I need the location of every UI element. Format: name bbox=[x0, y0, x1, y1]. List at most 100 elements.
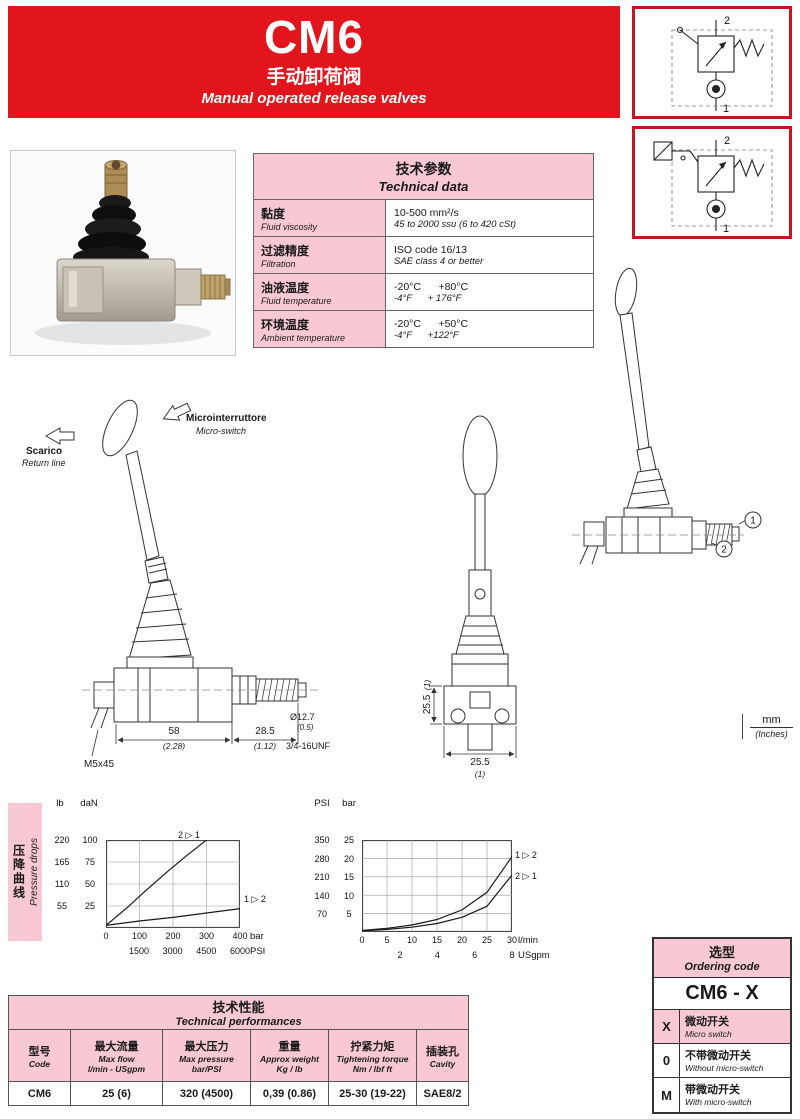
row-label-ambient-temperature: 环境温度 Ambient temperature bbox=[253, 310, 386, 348]
value-primary: -20°C +50°C bbox=[394, 317, 469, 330]
value-cavity: SAE8/2 bbox=[415, 1081, 470, 1106]
col-max-pressure: 最大压力 Max pressure bar/PSI bbox=[162, 1029, 251, 1082]
dim-58-inches: (2.28) bbox=[162, 741, 186, 751]
valve-photo-illustration bbox=[35, 160, 231, 345]
port-1-callout bbox=[744, 511, 762, 529]
ordering-option-x: X 微动开关 Micro switch bbox=[654, 1010, 790, 1044]
ordering-title-cn: 选型 bbox=[708, 945, 735, 960]
option-code: M bbox=[654, 1078, 680, 1112]
x-unit-lmin: l/min bbox=[518, 935, 539, 946]
dim-28-5-inches: (1.12) bbox=[253, 741, 277, 751]
chart1-plot bbox=[106, 840, 240, 928]
series-line bbox=[106, 908, 240, 926]
option-description: 带微动开关 With micro-switch bbox=[680, 1078, 790, 1112]
pressure-drops-cn: 压降曲线 bbox=[11, 844, 26, 900]
row-value-viscosity: 10-500 mm²/s 45 to 2000 ssu (6 to 420 cS… bbox=[385, 199, 594, 237]
dimension-lines bbox=[430, 685, 517, 758]
performance-title-cn: 技术性能 bbox=[212, 1000, 265, 1015]
port-2-number: 2 bbox=[721, 545, 727, 556]
option-description: 微动开关 Micro switch bbox=[680, 1010, 790, 1043]
symbol-port-2-label: 2 bbox=[724, 135, 730, 147]
product-subtitle-cn: 手动卸荷阀 bbox=[266, 66, 362, 88]
col-torque: 拧紧力矩 Tightening torque Nm / lbf ft bbox=[328, 1029, 417, 1082]
port-2-callout bbox=[715, 540, 733, 558]
hydraulic-symbol-box-microswitch: 2 1 bbox=[632, 126, 792, 239]
side-view-drawing bbox=[44, 399, 318, 757]
y-unit-dan: daN bbox=[80, 798, 98, 809]
chart1-series-1to2-label: 1 ▷ 2 bbox=[244, 894, 266, 904]
value-secondary: 45 to 2000 ssu (6 to 420 cSt) bbox=[394, 218, 516, 230]
technical-data-table: 技术参数 Technical data 黏度 Fluid viscosity 1… bbox=[253, 153, 594, 348]
value-secondary: -4°F + 176°F bbox=[394, 292, 462, 304]
value-primary: ISO code 16/13 bbox=[394, 243, 467, 256]
units-inches: (Inches) bbox=[755, 729, 788, 739]
col-code: 型号 Code bbox=[8, 1029, 71, 1082]
series-line bbox=[106, 840, 207, 926]
return-line-label: Return line bbox=[22, 458, 66, 468]
label-cn: 油液温度 bbox=[261, 280, 310, 295]
dim-28-5: 28.5 bbox=[255, 726, 275, 737]
row-value-fluid-temperature: -20°C +80°C -4°F + 176°F bbox=[385, 273, 594, 311]
hydraulic-symbol-manual: 2 1 bbox=[671, 15, 773, 115]
dim-25-5-bottom-inches: (1) bbox=[474, 769, 486, 779]
dim-diameter: Ø12.7 bbox=[290, 712, 315, 722]
value-code: CM6 bbox=[8, 1081, 71, 1106]
value-secondary: SAE class 4 or better bbox=[394, 255, 484, 267]
label-cn: 黏度 bbox=[261, 206, 286, 221]
ordering-option-0: 0 不带微动开关 Without micro-switch bbox=[654, 1044, 790, 1078]
option-cn: 微动开关 bbox=[685, 1016, 729, 1028]
technical-data-header: 技术参数 Technical data bbox=[253, 153, 594, 200]
product-title: CM6 bbox=[263, 11, 365, 63]
header-banner: CM6 手动卸荷阀 Manual operated release valves bbox=[8, 6, 620, 118]
option-cn: 不带微动开关 bbox=[685, 1050, 751, 1062]
product-photo bbox=[10, 150, 236, 356]
symbol-linework bbox=[671, 20, 773, 111]
units-mm: mm bbox=[762, 714, 781, 726]
ordering-title-en: Ordering code bbox=[684, 961, 760, 973]
performance-data-row: CM6 25 (6) 320 (4500) 0,39 (0.86) 25-30 … bbox=[8, 1081, 470, 1106]
option-cn: 带微动开关 bbox=[685, 1084, 740, 1096]
label-en: Fluid temperature bbox=[261, 295, 332, 306]
dim-thread: 3/4-16UNF bbox=[286, 741, 331, 751]
hydraulic-symbol-box-manual: 2 1 bbox=[632, 6, 792, 119]
hydraulic-symbol-microswitch: 2 1 bbox=[653, 135, 773, 235]
technical-drawings: 1 2 bbox=[44, 267, 762, 758]
technical-data-title-en: Technical data bbox=[378, 179, 469, 194]
label-cn: 过滤精度 bbox=[261, 243, 310, 258]
dim-58: 58 bbox=[168, 726, 180, 737]
value-weight: 0,39 (0.86) bbox=[250, 1081, 329, 1106]
ordering-code-panel: 选型 Ordering code CM6 - X X 微动开关 Micro sw… bbox=[652, 937, 792, 1114]
chart2-series-2to1-label: 2 ▷ 1 bbox=[515, 871, 537, 881]
col-weight: 重量 Approx weight Kg / lb bbox=[250, 1029, 329, 1082]
row-value-ambient-temperature: -20°C +50°C -4°F +122°F bbox=[385, 310, 594, 348]
port-1-number: 1 bbox=[750, 516, 756, 527]
dim-25-5-side-value: 25.5 bbox=[422, 694, 433, 715]
front-view-drawing bbox=[430, 415, 517, 758]
row-label-viscosity: 黏度 Fluid viscosity bbox=[253, 199, 386, 237]
symbol-port-1-label: 1 bbox=[723, 103, 729, 115]
dim-25-5-side-inches: (1) bbox=[422, 679, 432, 691]
option-code: 0 bbox=[654, 1044, 680, 1077]
ordering-code-value: CM6 - X bbox=[654, 978, 790, 1010]
value-max-flow: 25 (6) bbox=[70, 1081, 163, 1106]
x-unit-usgpm: USgpm bbox=[518, 950, 550, 961]
value-torque: 25-30 (19-22) bbox=[328, 1081, 417, 1106]
pressure-drops-band: 压降曲线 Pressure drops bbox=[8, 803, 42, 941]
chart1-series-2to1-label: 2 ▷ 1 bbox=[178, 830, 200, 840]
performance-table: 技术性能 Technical performances 型号 Code 最大流量… bbox=[7, 995, 470, 1106]
dim-diameter-inches: (0.5) bbox=[297, 723, 314, 732]
option-en: Micro switch bbox=[685, 1029, 732, 1039]
y-unit-psi: PSI bbox=[314, 798, 330, 809]
series-line bbox=[362, 856, 512, 932]
pressure-drops-en: Pressure drops bbox=[28, 838, 40, 906]
angled-view-drawing bbox=[572, 267, 762, 565]
series-line bbox=[362, 874, 512, 932]
option-en: Without micro-switch bbox=[685, 1063, 764, 1073]
x-unit-psi: PSI bbox=[250, 946, 266, 957]
dim-25-5-side: 25.5 (1) bbox=[417, 669, 435, 725]
y-unit-lb: lb bbox=[56, 798, 64, 809]
micro-switch-label: Micro-switch bbox=[196, 426, 247, 436]
label-en: Ambient temperature bbox=[261, 332, 346, 343]
col-cavity: 插装孔 Cavity bbox=[415, 1029, 470, 1082]
